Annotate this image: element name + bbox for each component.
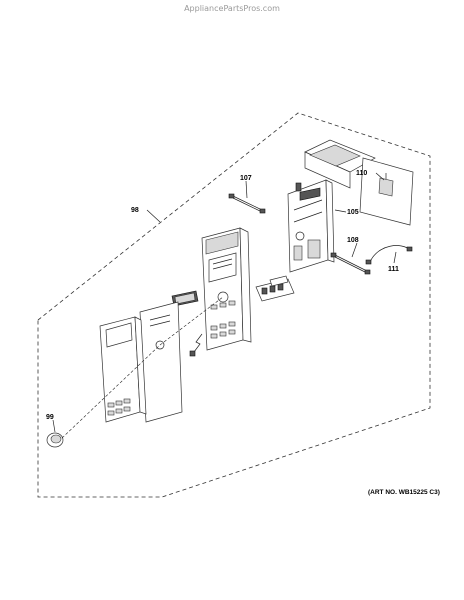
part-110-module[interactable] xyxy=(304,139,376,189)
leader-110 xyxy=(375,172,385,181)
callout-110: 110 xyxy=(356,170,367,177)
part-99-knob[interactable] xyxy=(46,432,64,448)
part-98-control-panel[interactable] xyxy=(201,227,252,351)
leader-98 xyxy=(146,209,161,223)
leader-108 xyxy=(351,242,358,258)
part-108-wire-harness[interactable] xyxy=(330,252,371,275)
leader-105 xyxy=(334,209,347,213)
watermark: AppliancePartsPros.com xyxy=(184,4,280,13)
art-number: (ART NO. WB15225 C3) xyxy=(368,489,440,496)
display-window[interactable] xyxy=(171,290,199,307)
callout-99: 99 xyxy=(46,414,54,421)
leader-107 xyxy=(245,180,248,199)
leader-99 xyxy=(52,419,56,433)
part-107-wire-harness[interactable] xyxy=(228,193,266,214)
part-111-wire[interactable] xyxy=(365,245,413,265)
callout-111: 111 xyxy=(388,266,399,273)
spring-pin[interactable] xyxy=(189,333,203,357)
membrane-bracket[interactable] xyxy=(139,301,183,423)
assembly-boundary xyxy=(37,112,431,498)
callout-98: 98 xyxy=(131,207,139,214)
callout-105: 105 xyxy=(347,209,359,216)
callout-107: 107 xyxy=(240,175,252,182)
alignment-line xyxy=(61,344,161,439)
leader-111 xyxy=(393,251,397,264)
keypad-tab[interactable] xyxy=(269,275,289,287)
alignment-line xyxy=(159,296,224,346)
front-fascia[interactable] xyxy=(99,316,147,423)
part-110-board[interactable] xyxy=(359,157,414,226)
callout-108: 108 xyxy=(347,237,359,244)
part-105-control-board[interactable] xyxy=(287,179,335,273)
